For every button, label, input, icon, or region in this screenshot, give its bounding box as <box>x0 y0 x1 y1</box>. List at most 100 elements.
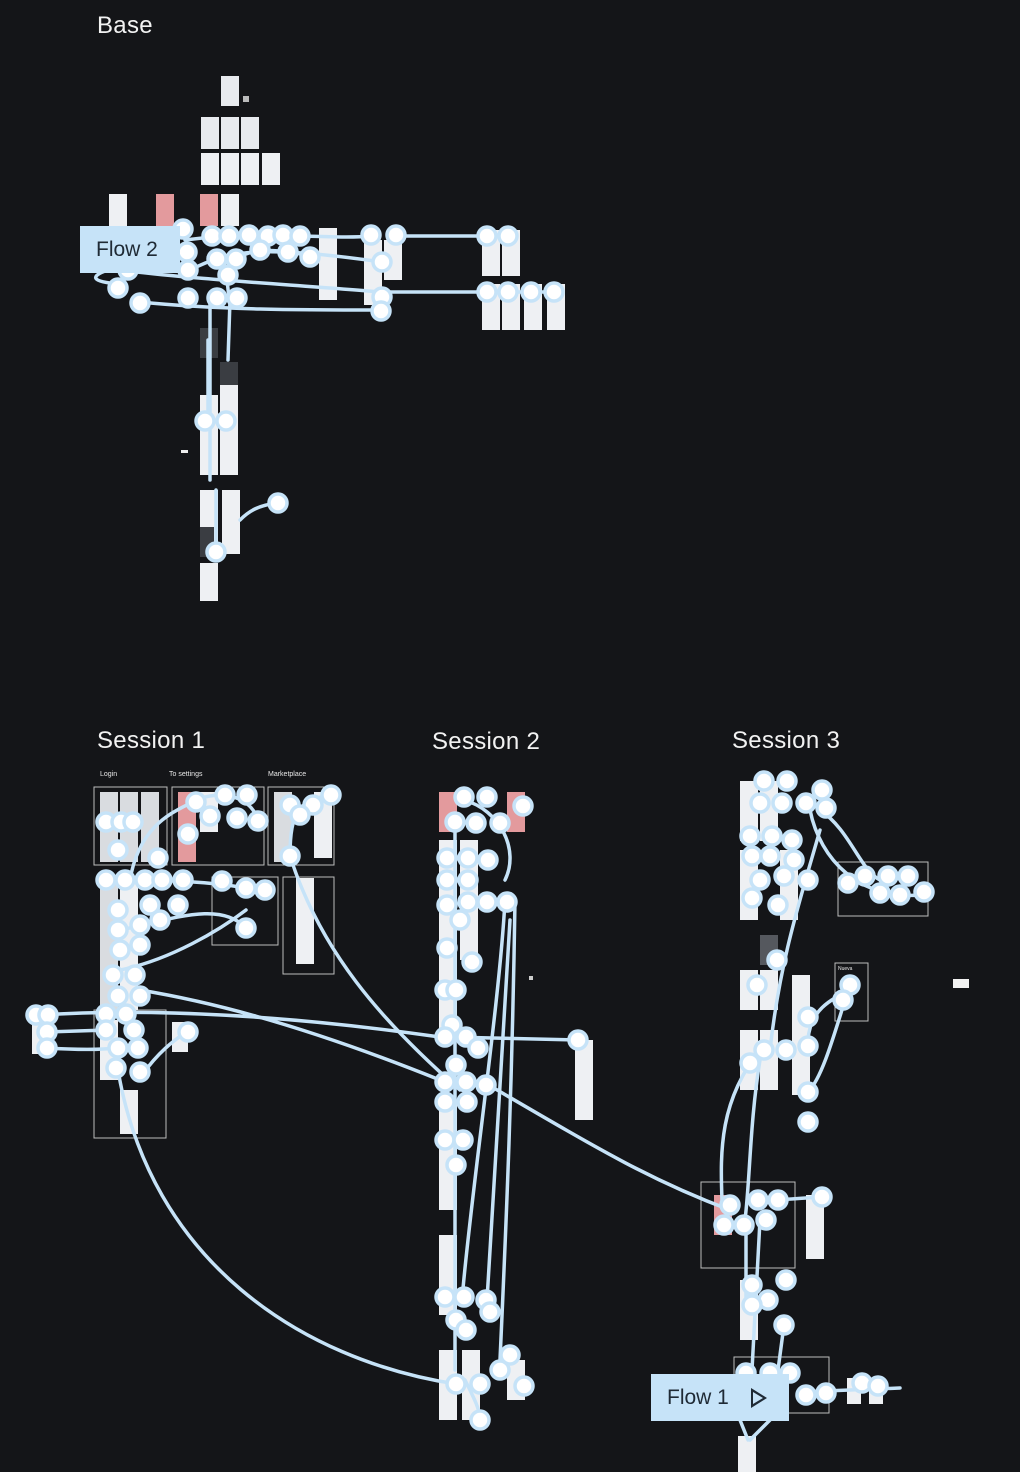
connection-node[interactable] <box>218 225 240 247</box>
connection-node[interactable] <box>215 410 237 432</box>
connection-node[interactable] <box>277 241 299 263</box>
connection-node[interactable] <box>543 281 565 303</box>
connection-node[interactable] <box>445 979 467 1001</box>
connection-node[interactable] <box>741 1294 763 1316</box>
connection-node[interactable] <box>199 805 221 827</box>
connection-node[interactable] <box>289 804 311 826</box>
connection-node[interactable] <box>775 1269 797 1291</box>
connection-node[interactable] <box>102 964 124 986</box>
connection-node[interactable] <box>759 845 781 867</box>
connection-node[interactable] <box>235 917 257 939</box>
screen-frame[interactable] <box>201 153 219 185</box>
connection-node[interactable] <box>797 869 819 891</box>
prototype-connector[interactable] <box>498 898 517 1362</box>
connection-node[interactable] <box>479 1301 501 1323</box>
connection-node[interactable] <box>279 845 301 867</box>
connection-node[interactable] <box>177 1021 199 1043</box>
screen-frame[interactable] <box>221 76 239 106</box>
connection-node[interactable] <box>176 241 198 263</box>
connection-node[interactable] <box>211 870 233 892</box>
connection-node[interactable] <box>434 1286 456 1308</box>
connection-node[interactable] <box>107 839 129 861</box>
connection-node[interactable] <box>811 779 833 801</box>
connection-node[interactable] <box>194 410 216 432</box>
connection-node[interactable] <box>499 1344 521 1366</box>
connection-node[interactable] <box>795 792 817 814</box>
connection-node[interactable] <box>445 1154 467 1176</box>
prototype-connector[interactable] <box>138 988 442 1082</box>
prototype-connector[interactable] <box>116 1068 458 1386</box>
connection-node[interactable] <box>436 869 458 891</box>
connection-node[interactable] <box>449 909 471 931</box>
connection-node[interactable] <box>469 1373 491 1395</box>
connection-node[interactable] <box>205 541 227 563</box>
connection-node[interactable] <box>749 869 771 891</box>
connection-node[interactable] <box>897 865 919 887</box>
screen-frame[interactable] <box>200 194 218 226</box>
connection-node[interactable] <box>832 989 854 1011</box>
section-frame[interactable] <box>93 786 168 866</box>
connection-node[interactable] <box>214 784 236 806</box>
connection-node[interactable] <box>206 287 228 309</box>
screen-frame[interactable] <box>575 1040 593 1120</box>
prototype-connector[interactable] <box>460 898 507 1302</box>
connection-node[interactable] <box>434 1026 456 1048</box>
connection-node[interactable] <box>476 225 498 247</box>
connection-node[interactable] <box>453 786 475 808</box>
play-icon[interactable] <box>750 1387 767 1408</box>
connection-node[interactable] <box>746 974 768 996</box>
screen-frame[interactable] <box>221 194 239 226</box>
connection-node[interactable] <box>797 1035 819 1057</box>
section-frame[interactable] <box>282 876 335 975</box>
connection-node[interactable] <box>299 246 321 268</box>
connection-node[interactable] <box>123 1019 145 1041</box>
connection-node[interactable] <box>739 825 761 847</box>
connection-node[interactable] <box>889 884 911 906</box>
connection-node[interactable] <box>445 1373 467 1395</box>
screen-frame[interactable] <box>262 153 280 185</box>
connection-node[interactable] <box>497 225 519 247</box>
connection-node[interactable] <box>766 949 788 971</box>
connection-node[interactable] <box>733 1214 755 1236</box>
connection-node[interactable] <box>436 847 458 869</box>
connection-node[interactable] <box>467 1037 489 1059</box>
connection-node[interactable] <box>739 1052 761 1074</box>
connection-node[interactable] <box>107 899 129 921</box>
connection-node[interactable] <box>172 869 194 891</box>
connection-node[interactable] <box>512 795 534 817</box>
screen-frame[interactable] <box>529 976 533 980</box>
connection-node[interactable] <box>177 259 199 281</box>
screen-frame[interactable] <box>738 1436 756 1472</box>
connection-node[interactable] <box>455 1071 477 1093</box>
connection-node[interactable] <box>434 1071 456 1093</box>
connection-node[interactable] <box>783 849 805 871</box>
connection-node[interactable] <box>452 1129 474 1151</box>
connection-node[interactable] <box>797 1081 819 1103</box>
prototype-connector[interactable] <box>138 300 384 312</box>
connection-node[interactable] <box>475 1074 497 1096</box>
connection-node[interactable] <box>713 1214 735 1236</box>
connection-node[interactable] <box>476 891 498 913</box>
connection-node[interactable] <box>476 281 498 303</box>
connection-node[interactable] <box>749 792 771 814</box>
connection-node[interactable] <box>139 894 161 916</box>
prototype-connector[interactable] <box>750 1218 762 1372</box>
screen-frame[interactable] <box>201 117 219 149</box>
section-frame[interactable] <box>211 876 279 946</box>
connection-node[interactable] <box>455 1319 477 1341</box>
connection-node[interactable] <box>177 287 199 309</box>
screen-frame[interactable] <box>439 1100 457 1210</box>
connection-node[interactable] <box>753 1039 775 1061</box>
connection-node[interactable] <box>254 879 276 901</box>
connection-node[interactable] <box>761 825 783 847</box>
connection-node[interactable] <box>476 786 498 808</box>
connection-node[interactable] <box>129 934 151 956</box>
prototype-connector[interactable] <box>288 854 462 1092</box>
connection-node[interactable] <box>753 770 775 792</box>
connection-node[interactable] <box>129 292 151 314</box>
connection-node[interactable] <box>489 812 511 834</box>
screen-frame[interactable] <box>200 563 218 601</box>
connection-node[interactable] <box>489 1359 511 1381</box>
connection-node[interactable] <box>781 829 803 851</box>
